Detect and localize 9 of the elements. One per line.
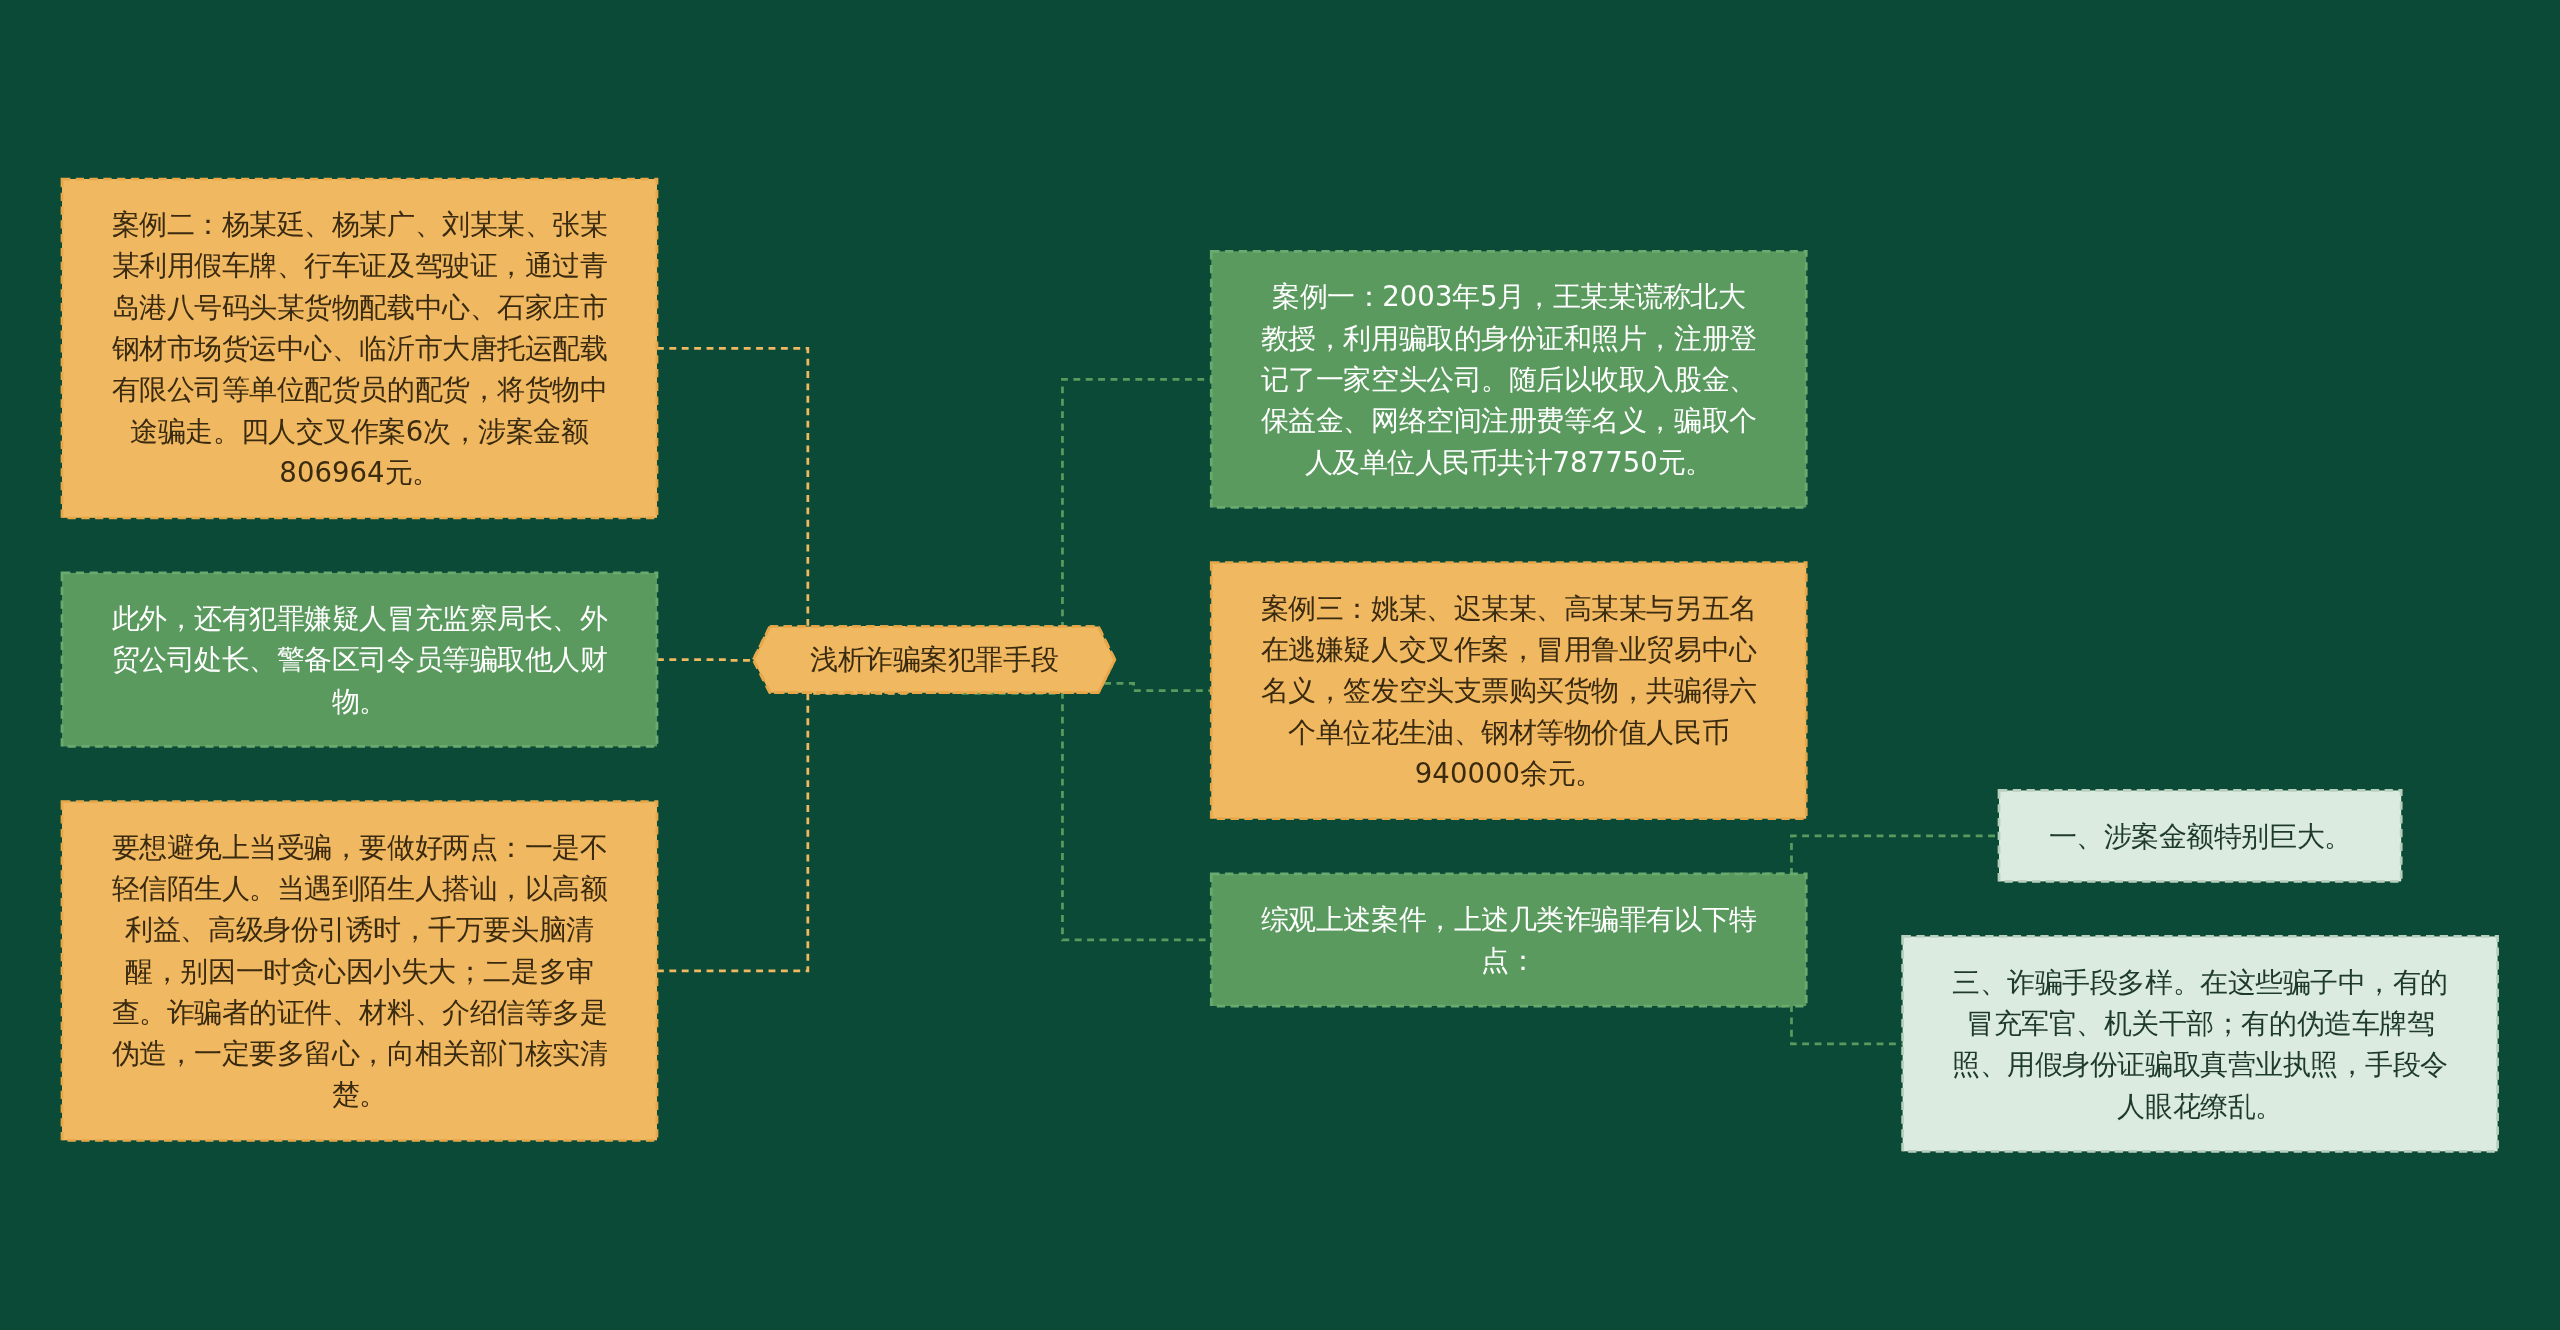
connector [1104,681,1212,692]
node-box: 一、涉案金额特别巨大。 [1997,788,2403,883]
node-box: 三、诈骗手段多样。在这些骗子中，有的冒充军官、机关干部；有的伪造车牌驾照、用假身份证骗取真营业执照，手段令人眼花缭乱。 [1901,934,2500,1153]
node-box: 要想避免上当受骗，要做好两点：一是不轻信陌生人。当遇到陌生人搭讪，以高额利益、高级身份引诱时，千万要头脑清醒，别因一时贪心因小失大；二是多审查。诈骗者的证件、材料、介绍信等多是伪造，一定要多留心，向相关部门核实清楚。 [60,799,659,1142]
node-box: 综观上述案件，上述几类诈骗罪有以下特点： [1210,872,1808,1008]
node-box: 案例一：2003年5月，王某某谎称北大教授，利用骗取的身份证和照片，注册登记了一家空头公司。随后以收取入股金、保益金、网络空间注册费等名义，骗取个人及单位人民币共计787750元。 [1210,249,1808,509]
node-box: 此外，还有犯罪嫌疑人冒充监察局长、外贸公司处长、警备区司令员等骗取他人财物。 [60,571,659,748]
node-box: 案例三：姚某、迟某某、高某某与另五名在逃嫌疑人交叉作案，冒用鲁业贸易中心名义，签发空头支票购买货物，共骗得六个单位花生油、钢材等物价值人民币940000余元。 [1210,561,1808,820]
node-box: 案例二：杨某廷、杨某广、刘某某、张某某利用假车牌、行车证及驾驶证，通过青岛港八号码头某货物配载中心、石家庄市钢材市场货运中心、临沂市大唐托运配载有限公司等单位配货员的配货，将货物中途骗走。四人交叉作案6次，涉案金额806964元。 [60,177,659,519]
